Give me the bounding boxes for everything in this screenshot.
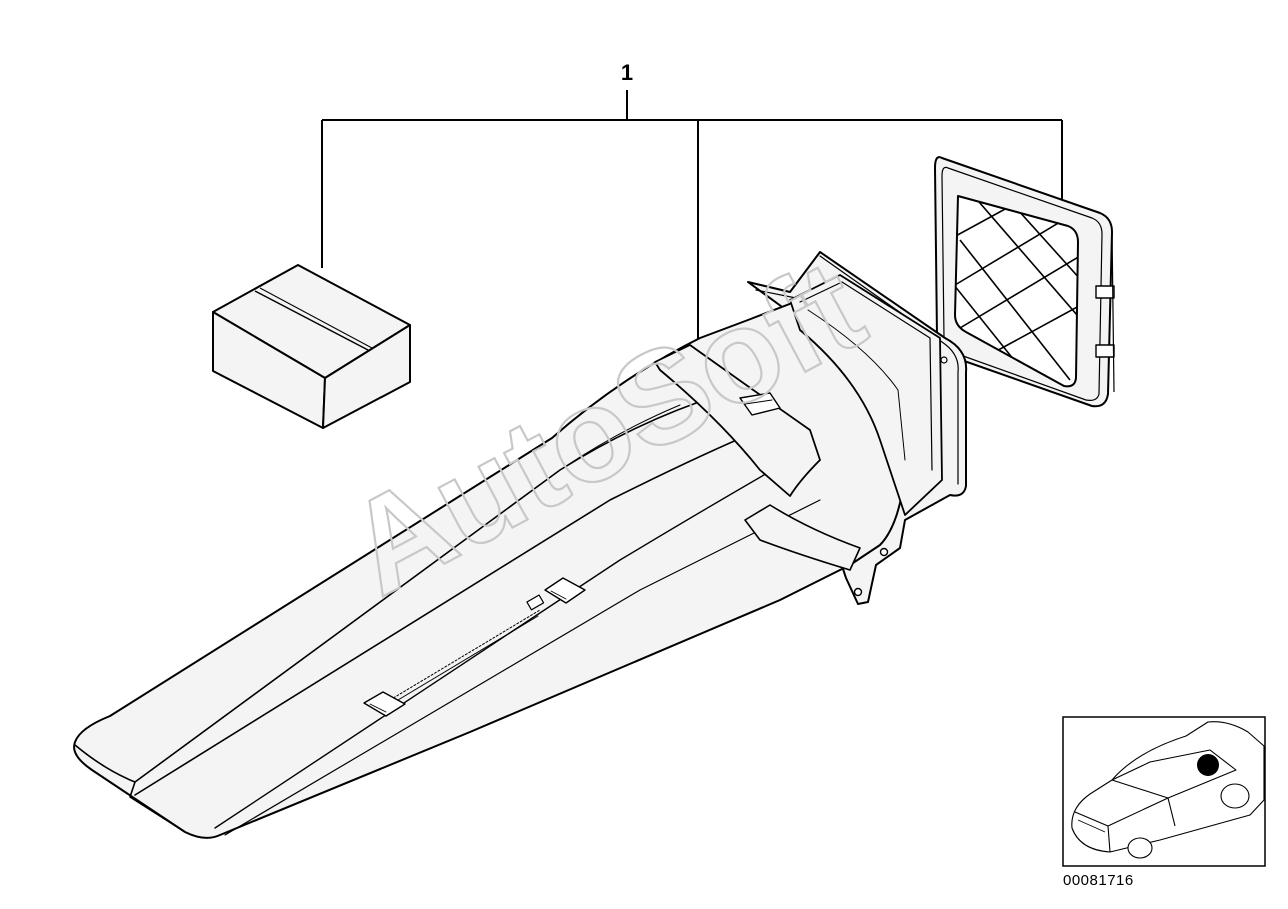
grille-frame-icon xyxy=(934,156,1115,408)
document-number: 00081716 xyxy=(1063,872,1134,889)
callout-leaders xyxy=(321,90,1063,340)
callout-label: 1 xyxy=(620,60,634,85)
location-marker-icon xyxy=(1197,754,1219,776)
parts-box-icon xyxy=(212,264,411,429)
car-location-thumbnail xyxy=(1062,716,1266,867)
ski-bag-duct-icon xyxy=(73,251,968,839)
